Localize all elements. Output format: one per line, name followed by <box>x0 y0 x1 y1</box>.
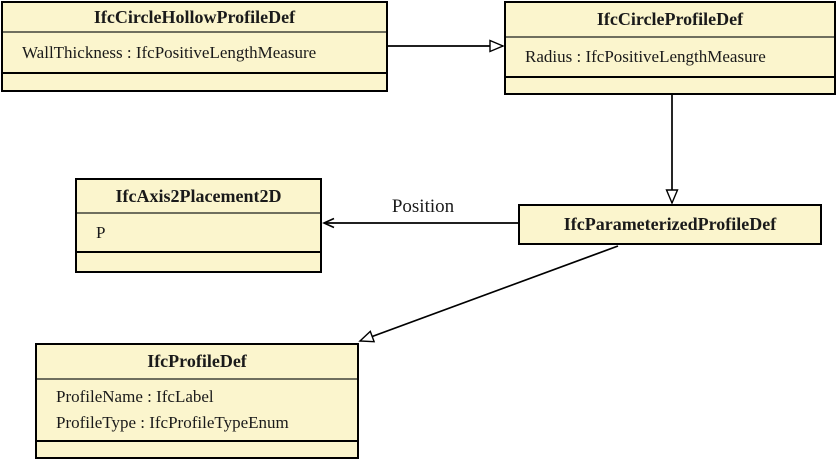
class-box-ifc-circle-profile-def: IfcCircleProfileDef Radius : IfcPositive… <box>504 1 836 95</box>
class-attribute: Radius : IfcPositiveLengthMeasure <box>525 47 766 66</box>
class-attribute: ProfileType : IfcProfileTypeEnum <box>56 413 289 432</box>
class-box-ifc-parameterized-profile-def: IfcParameterizedProfileDef <box>518 204 822 245</box>
class-title: IfcProfileDef <box>147 351 247 371</box>
class-attributes: WallThickness : IfcPositiveLengthMeasure <box>3 31 386 72</box>
empty-compartment <box>37 440 357 457</box>
generalization-edge-parameterized-to-profiledef <box>360 245 619 341</box>
class-title: IfcParameterizedProfileDef <box>563 214 777 234</box>
empty-compartment <box>3 72 386 90</box>
class-title: IfcAxis2Placement2D <box>115 185 282 206</box>
class-attributes: ProfileName : IfcLabel ProfileType : Ifc… <box>37 378 357 440</box>
class-attribute: ProfileName : IfcLabel <box>56 387 214 406</box>
class-title: IfcCircleHollowProfileDef <box>93 6 296 27</box>
class-attribute: WallThickness : IfcPositiveLengthMeasure <box>22 42 317 62</box>
class-attributes: Radius : IfcPositiveLengthMeasure <box>506 36 834 76</box>
class-title: IfcCircleProfileDef <box>596 9 744 29</box>
class-box-ifc-axis2-placement-2d: IfcAxis2Placement2D P <box>75 178 322 273</box>
class-box-ifc-circle-hollow-profile-def: IfcCircleHollowProfileDef WallThickness … <box>1 1 388 92</box>
empty-compartment <box>506 76 834 93</box>
class-attribute: P <box>96 222 106 242</box>
association-label-position: Position <box>391 196 455 217</box>
class-box-ifc-profile-def: IfcProfileDef ProfileName : IfcLabel Pro… <box>35 343 359 459</box>
class-attributes: P <box>77 212 320 251</box>
empty-compartment <box>77 251 320 271</box>
